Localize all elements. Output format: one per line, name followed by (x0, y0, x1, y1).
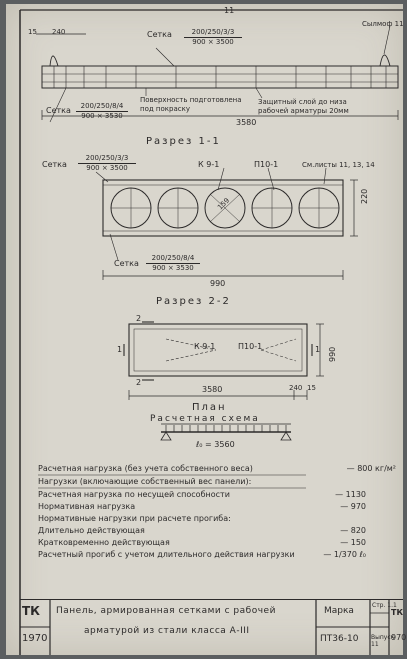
frame-k-label: К 9-1 (198, 160, 220, 169)
load-label: Расчетный прогиб с учетом длительного де… (38, 550, 295, 559)
section-1-mesh-top-spec: 200/250/3/3 900 × 3500 (78, 154, 136, 173)
load-value: — 800 кг/м² (346, 464, 396, 473)
elevation-mesh-bottom-den: 900 × 3530 (81, 112, 123, 120)
title-block-year: 1970 (22, 633, 48, 644)
surface-note-line-1: Поверхность подготовлена (140, 96, 242, 104)
load-row: Длительно действующая — 820 (38, 526, 396, 537)
title-block-series: ТК (22, 604, 40, 618)
lifting-loop-label: Сылмоф 11 (362, 20, 404, 28)
frame-p-label: П10-1 (254, 160, 279, 169)
cover-note-line-2: рабочей арматуры 20мм (258, 107, 349, 115)
load-label: Нагрузки (включающие собственный вес пан… (38, 477, 252, 486)
load-label: Кратковременно действующая (38, 538, 170, 547)
section-1-mesh-top-den: 900 × 3500 (86, 164, 128, 172)
load-value: — 150 (340, 538, 366, 547)
load-row: Расчетная нагрузка по несущей способност… (38, 490, 396, 501)
load-row: Кратковременно действующая — 150 (38, 538, 396, 549)
load-row: Нормативная нагрузка — 970 (38, 502, 396, 513)
scheme-title: Расчетная схема (150, 414, 260, 424)
title-block-title-1: Панель, армированная сетками с рабочей (56, 606, 276, 616)
load-value: — 820 (340, 526, 366, 535)
scheme-span: ℓ₀ = 3560 (196, 440, 235, 449)
load-row: Расчетный прогиб с учетом длительного де… (38, 550, 396, 561)
section-1-mesh-top-label: Сетка (42, 160, 67, 169)
section-1-left-mark: 1 (117, 345, 123, 354)
section-1-mesh-top-num: 200/250/3/3 (78, 154, 136, 164)
elevation-mesh-top-num: 200/250/3/3 (184, 28, 242, 38)
section-2-bottom-mark: 2 (136, 378, 142, 387)
section-1-mesh-bottom-num: 200/250/8/4 (146, 254, 200, 264)
section-2-top-mark: 2 (136, 314, 142, 323)
elevation-dim-15: 15 (28, 28, 37, 36)
plan-label: План (192, 402, 227, 413)
elevation-dim-240: 240 (52, 28, 66, 36)
elevation-mesh-bottom-spec: 200/250/8/4 900 × 3530 (76, 102, 128, 121)
title-block-mark-label: Марка (324, 606, 354, 616)
plan-length: 3580 (202, 385, 223, 394)
page-number: 11 (224, 6, 235, 15)
plan-dim-15: 15 (307, 384, 316, 392)
plan-dim-240: 240 (289, 384, 303, 392)
load-row: Расчетная нагрузка (без учета собственно… (38, 464, 396, 475)
surface-note-line-2: под покраску (140, 105, 190, 113)
title-block-sheet: Стр. 1.1 (372, 602, 397, 609)
plan-frame-p-label: П10-1 (238, 342, 263, 351)
section-1-mesh-bottom-label: Сетка (114, 259, 139, 268)
load-label: Нормативная нагрузка (38, 502, 136, 511)
title-block-right-year: 970 (391, 633, 407, 642)
elevation-mesh-top-den: 900 × 3500 (192, 38, 234, 46)
elevation-length: 3580 (236, 118, 257, 127)
section-2-title: Разрез 2-2 (156, 296, 231, 307)
load-row: Нормативные нагрузки при расчете прогиба… (38, 514, 396, 525)
section-1-height: 220 (360, 188, 369, 204)
elevation-mesh-bottom-num: 200/250/8/4 (76, 102, 128, 112)
drawing-sheet: 11 15 240 Сетка 200/250/3/3 900 × 3500 С… (6, 4, 407, 656)
load-label: Нормативные нагрузки при расчете прогиба… (38, 514, 231, 523)
drawing-lines (19, 9, 403, 655)
load-row: Нагрузки (включающие собственный вес пан… (38, 477, 396, 488)
see-sheets-note: См.листы 11, 13, 14 (302, 161, 375, 169)
plan-width: 990 (328, 346, 337, 362)
cover-note-line-1: Защитный слой до низа (258, 98, 347, 106)
load-label: Длительно действующая (38, 526, 145, 535)
title-block-title-2: арматурой из стали класса А-III (84, 626, 250, 636)
title-block-right-code: ТК (391, 608, 403, 617)
load-label: Расчетная нагрузка по несущей способност… (38, 490, 230, 499)
section-1-width: 990 (210, 279, 226, 288)
load-value: — 970 (340, 502, 366, 511)
load-label: Расчетная нагрузка (без учета собственно… (38, 464, 253, 473)
elevation-mesh-top-spec: 200/250/3/3 900 × 3500 (184, 28, 242, 47)
section-1-right-mark: 1 (315, 345, 321, 354)
plan-frame-k-label: К 9-1 (194, 342, 216, 351)
section-1-mesh-bottom-den: 900 × 3530 (152, 264, 194, 272)
elevation-mesh-top-label: Сетка (147, 30, 172, 39)
load-value: — 1/370 ℓ₀ (323, 550, 366, 559)
section-1-title: Разрез 1-1 (146, 136, 221, 147)
section-1-mesh-bottom-spec: 200/250/8/4 900 × 3530 (146, 254, 200, 273)
elevation-mesh-bottom-label: Сетка (46, 106, 71, 115)
load-value: — 1130 (335, 490, 366, 499)
title-block: ТК 1970 Панель, армированная сетками с р… (20, 599, 407, 656)
title-block-mark-value: ПТ36-10 (320, 634, 359, 644)
title-block-issue: Выпуск 11 (371, 634, 395, 648)
